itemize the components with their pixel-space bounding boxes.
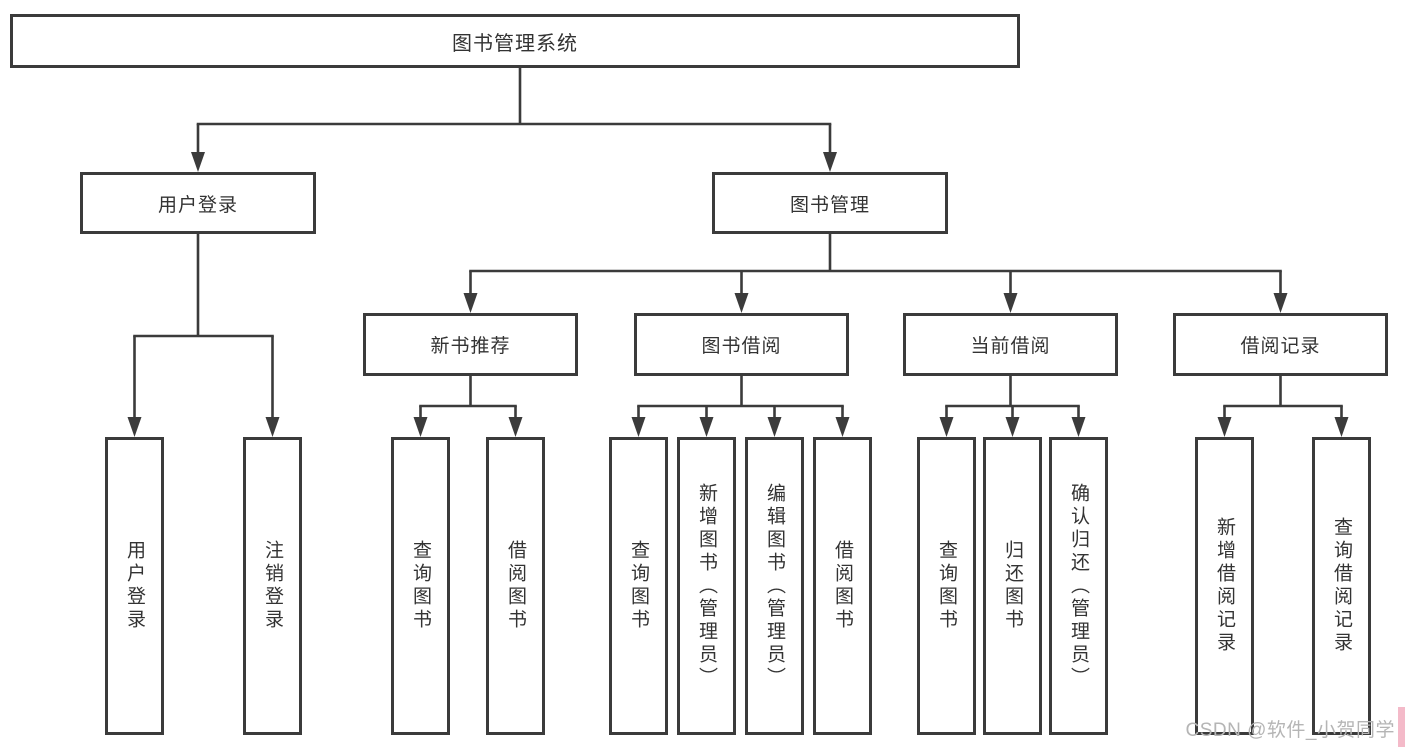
leaf-query-books-3: 查询图书	[917, 437, 976, 735]
node-book-management: 图书管理	[712, 172, 948, 234]
leaf-user-login: 用户登录	[105, 437, 164, 735]
node-label: 查询图书	[628, 540, 649, 632]
node-label: 新增借阅记录	[1214, 517, 1235, 655]
node-book-borrowing: 图书借阅	[634, 313, 849, 376]
node-label: 用户登录	[157, 194, 238, 216]
edge-accent-bar	[1398, 707, 1405, 747]
node-label: 当前借阅	[970, 336, 1051, 357]
node-label: 借阅记录	[1240, 336, 1321, 357]
node-label: 查询图书	[410, 540, 431, 632]
node-label: 确认归还（管理员）	[1068, 482, 1089, 690]
node-library-management-system: 图书管理系统	[10, 14, 1020, 68]
leaf-borrow-books-2: 借阅图书	[813, 437, 872, 735]
node-borrowing-records: 借阅记录	[1173, 313, 1388, 376]
leaf-logout: 注销登录	[243, 437, 302, 735]
node-label: 用户登录	[124, 540, 145, 632]
leaf-confirm-return-admin: 确认归还（管理员）	[1049, 437, 1108, 735]
leaf-query-borrow-record: 查询借阅记录	[1312, 437, 1371, 735]
node-new-book-recommendation: 新书推荐	[363, 313, 578, 376]
node-label: 归还图书	[1002, 540, 1023, 632]
leaf-add-borrow-record: 新增借阅记录	[1195, 437, 1254, 735]
node-label: 新书推荐	[430, 336, 511, 357]
node-label: 图书管理系统	[452, 32, 578, 55]
node-current-borrowing: 当前借阅	[903, 313, 1118, 376]
node-label: 编辑图书（管理员）	[764, 482, 785, 690]
node-label: 图书管理	[789, 194, 870, 216]
node-label: 查询图书	[936, 540, 957, 632]
node-label: 查询借阅记录	[1331, 517, 1352, 655]
leaf-add-books-admin: 新增图书（管理员）	[677, 437, 736, 735]
leaf-borrow-books-1: 借阅图书	[486, 437, 545, 735]
arrowheads	[127, 152, 1349, 437]
node-label: 图书借阅	[701, 336, 782, 357]
leaf-return-books: 归还图书	[983, 437, 1042, 735]
node-label: 借阅图书	[832, 540, 853, 632]
leaf-query-books-2: 查询图书	[609, 437, 668, 735]
leaf-query-books-1: 查询图书	[391, 437, 450, 735]
node-label: 注销登录	[262, 540, 283, 632]
node-user-login: 用户登录	[80, 172, 316, 234]
csdn-watermark: CSDN @软件_小贺同学	[1185, 720, 1395, 741]
node-label: 新增图书（管理员）	[696, 482, 717, 690]
node-label: 借阅图书	[505, 540, 526, 632]
leaf-edit-books-admin: 编辑图书（管理员）	[745, 437, 804, 735]
